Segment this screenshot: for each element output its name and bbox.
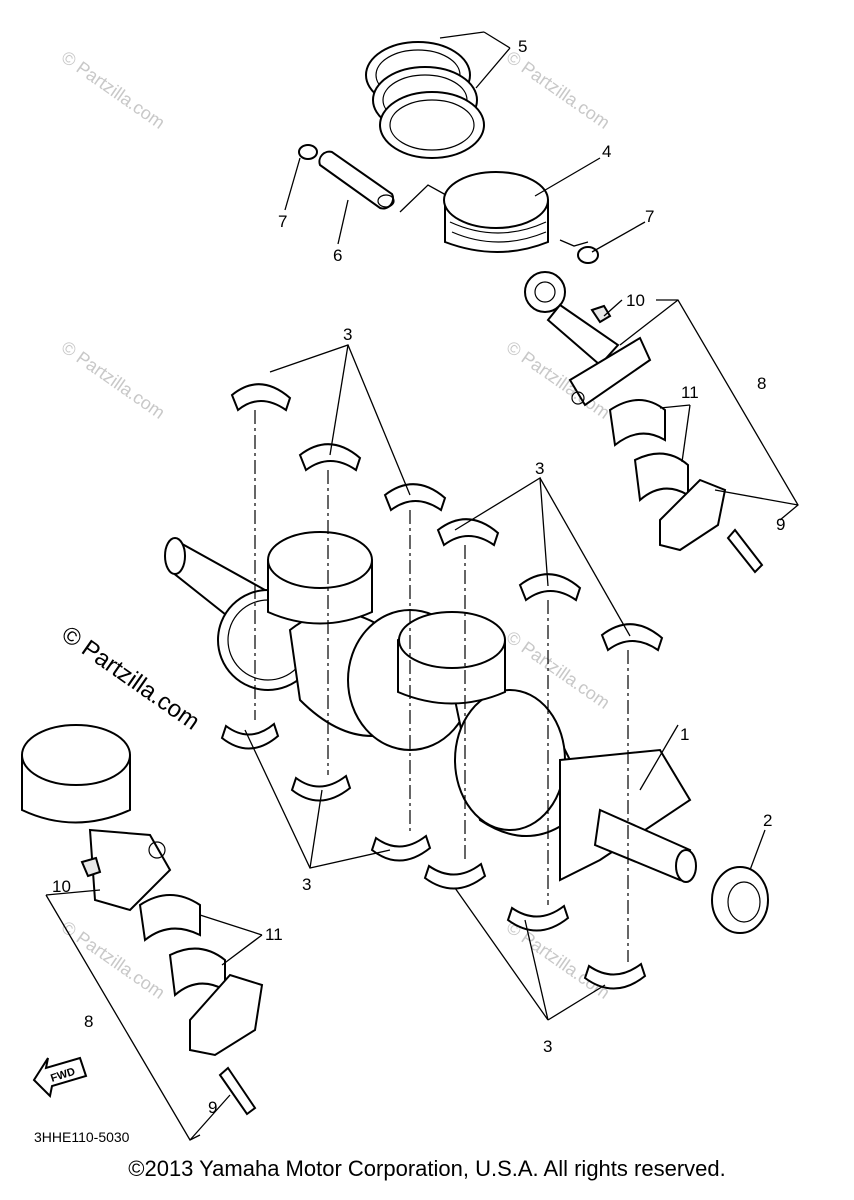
- rod-bolt: [218, 1066, 257, 1116]
- callout-1: 1: [680, 725, 689, 744]
- rod-cap: [189, 973, 264, 1057]
- callout-9: 9: [776, 515, 785, 534]
- rod-bolt: [726, 528, 764, 574]
- callout-11: 11: [681, 383, 699, 402]
- callout-2: 2: [763, 811, 772, 830]
- callout-8: 8: [84, 1012, 93, 1031]
- rod-cap: [659, 478, 727, 552]
- callout-4: 4: [602, 142, 611, 161]
- main-bearings-upper: [230, 383, 664, 652]
- forward-arrow-icon: FWD: [32, 1056, 88, 1099]
- callout-6: 6: [333, 246, 342, 265]
- circlip: [298, 144, 318, 160]
- callout-10: 10: [626, 291, 645, 310]
- guide-lines: [254, 184, 629, 962]
- piston: [443, 171, 549, 253]
- rod-bearing: [608, 399, 666, 447]
- rod-bearing: [168, 947, 226, 997]
- callout-3: 3: [343, 325, 352, 344]
- diagram-code: 3HHE110-5030: [34, 1129, 130, 1145]
- piston: [267, 531, 373, 625]
- main-bearings-lower: [220, 722, 647, 990]
- callout-8: 8: [757, 374, 766, 393]
- piston: [397, 611, 506, 705]
- rod-bearing: [138, 894, 201, 942]
- connecting-rod: [524, 271, 652, 407]
- watermark-main: © Partzilla.com: [57, 621, 205, 736]
- piston-pin: [318, 150, 395, 210]
- crankshaft: [164, 537, 697, 883]
- oil-seal: [711, 866, 769, 934]
- callout-3: 3: [302, 875, 311, 894]
- piston: [21, 724, 131, 824]
- watermark: © Partzilla.com: [58, 337, 169, 423]
- leader-lines: [45, 31, 799, 1141]
- connecting-rod: [80, 828, 172, 912]
- callouts: 1 2 3 3 3 3 4 5 6 7 7 8 8 9 9 10 10 11 1…: [52, 37, 785, 1117]
- callout-3: 3: [535, 459, 544, 478]
- callout-7: 7: [278, 212, 287, 231]
- piston-rings: [365, 41, 485, 159]
- circlip: [577, 246, 599, 264]
- copyright-notice: ©2013 Yamaha Motor Corporation, U.S.A. A…: [128, 1156, 726, 1181]
- callout-11: 11: [265, 925, 283, 944]
- callout-10: 10: [52, 877, 71, 896]
- callout-5: 5: [518, 37, 527, 56]
- callout-3: 3: [543, 1037, 552, 1056]
- callout-9: 9: [208, 1098, 217, 1117]
- callout-7: 7: [645, 207, 654, 226]
- watermark: © Partzilla.com: [58, 47, 169, 133]
- watermark: © Partzilla.com: [503, 47, 614, 133]
- rod-bearing: [633, 452, 689, 502]
